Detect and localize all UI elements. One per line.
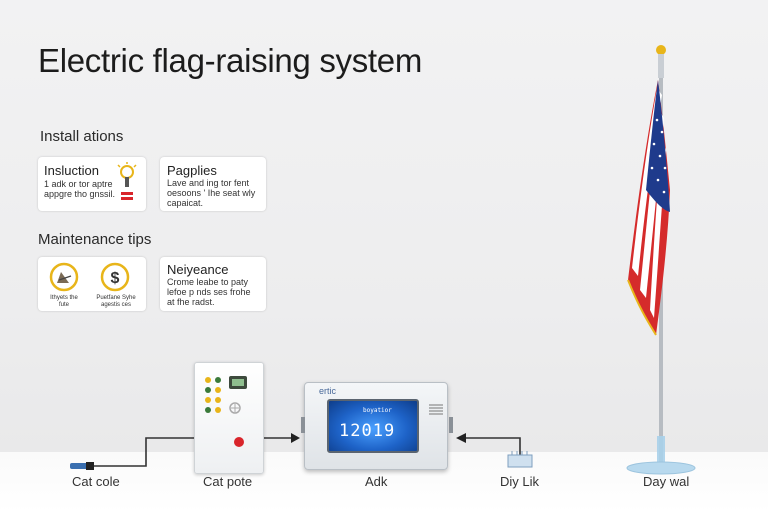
page-title: Electric flag-raising system bbox=[38, 42, 423, 79]
caption-pole: Day wal bbox=[643, 474, 690, 489]
power-button[interactable] bbox=[234, 437, 244, 447]
chart-icon bbox=[49, 262, 79, 292]
supplies-card: Pagplies Lave and ing tor fent oesoons '… bbox=[160, 157, 266, 211]
arrow-icon bbox=[456, 433, 466, 443]
section-maintenance: Maintenance tips bbox=[38, 231, 152, 248]
dollar-icon: $ bbox=[100, 262, 130, 292]
adk-device: ertic boyatior 12019 bbox=[301, 382, 453, 470]
icon-caption-right: Puetfane Syhe agestis ces bbox=[96, 295, 136, 308]
arrow-icon bbox=[291, 433, 300, 443]
instruction-card: Insluction 1 adk or tor aptre appgre tho… bbox=[38, 157, 146, 211]
caption-control-box: Cat pote bbox=[203, 474, 253, 489]
card-text: Lave and ing tor fent oesoons ' Ihe seat… bbox=[167, 178, 256, 208]
bulb-icon bbox=[117, 162, 137, 200]
caption-adk: Adk bbox=[365, 474, 388, 489]
card-title: Neiyeance bbox=[167, 262, 229, 277]
section-install: Install ations bbox=[40, 128, 124, 145]
device-screen: boyatior 12019 bbox=[327, 399, 419, 453]
screen-readout: 12019 bbox=[339, 421, 396, 441]
caption-link: Diy Lik bbox=[500, 474, 540, 489]
icon-caption-left: Ithyets the fute bbox=[50, 295, 78, 308]
card-text: 1 adk or tor aptre appgre tho gnssil. bbox=[44, 179, 116, 199]
maintenance-icons-card: $ Ithyets the fute Puetfane Syhe agestis… bbox=[38, 257, 146, 311]
card-title: Insluction bbox=[44, 163, 99, 178]
link-module bbox=[507, 454, 533, 468]
side-port bbox=[301, 417, 305, 433]
side-port bbox=[449, 417, 453, 433]
pole-base bbox=[626, 461, 696, 475]
control-box bbox=[194, 362, 264, 474]
screen-label: boyatior bbox=[363, 407, 392, 414]
device-brand: ertic bbox=[319, 386, 337, 396]
neiyeance-card: Neiyeance Crome leabe to paty lefoe p nd… bbox=[160, 257, 266, 311]
svg-text:$: $ bbox=[111, 270, 120, 287]
cable-wire bbox=[92, 437, 196, 467]
vent-icon bbox=[429, 404, 443, 415]
flagpole bbox=[626, 45, 696, 475]
pole-finial bbox=[656, 45, 666, 55]
flag-icon bbox=[627, 80, 670, 336]
card-title: Pagplies bbox=[167, 163, 217, 178]
card-text: Crome leabe to paty lefoe p nds ses froh… bbox=[167, 277, 251, 307]
keypad-icon bbox=[205, 376, 247, 414]
link-wire bbox=[458, 437, 521, 455]
caption-cable: Cat cole bbox=[72, 474, 120, 489]
